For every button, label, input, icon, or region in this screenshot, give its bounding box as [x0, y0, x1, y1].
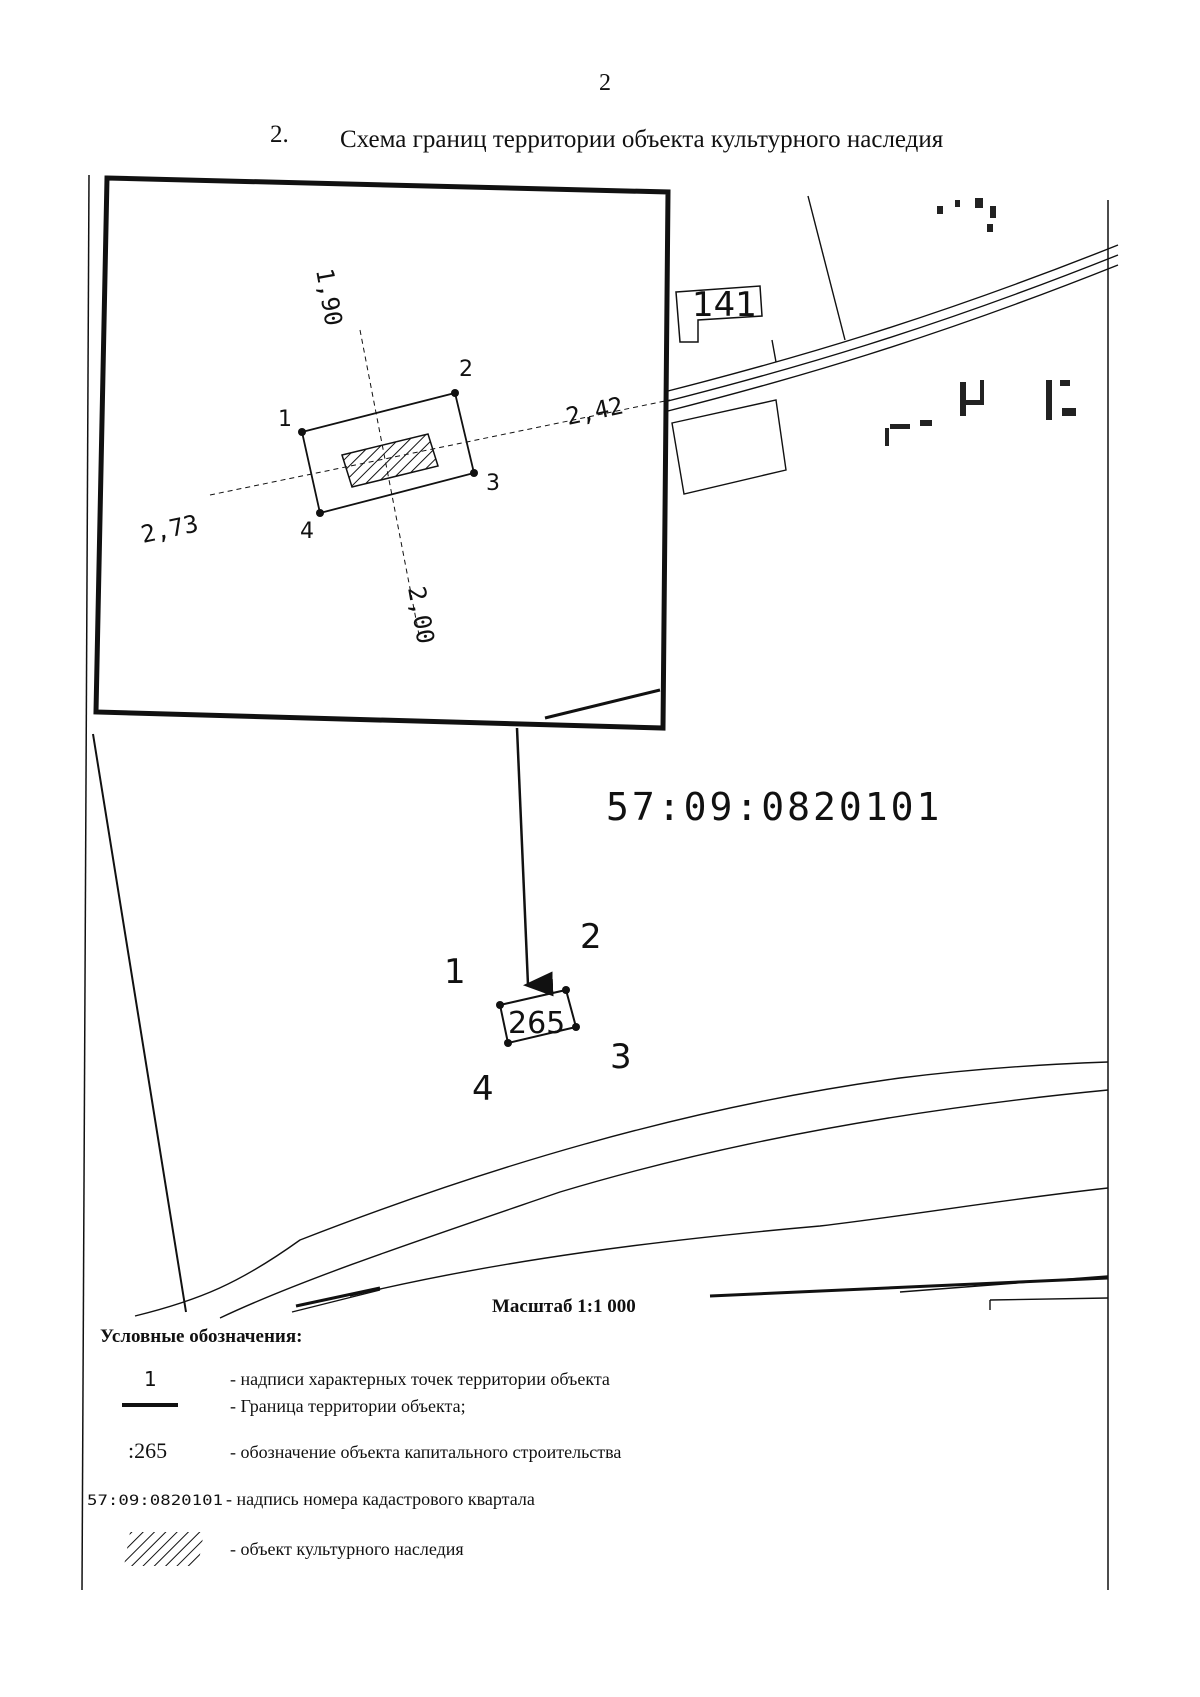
legend-desc-cadastral: - надпись номера кадастрового квартала: [226, 1489, 535, 1509]
page-title: Схема границ территории объекта культурн…: [340, 126, 944, 153]
legend-symbol-cadastral: 57:09:0820101: [87, 1493, 223, 1509]
object-265-label: 265: [508, 1006, 565, 1041]
boundary-thick: [709, 1276, 1109, 1298]
building-ruins: [885, 198, 1076, 446]
building-141: 141: [675, 285, 763, 343]
legend-symbol-point: 1: [144, 1367, 157, 1391]
legend-symbol-object: :265: [128, 1438, 167, 1463]
legend-desc-heritage: - объект культурного наследия: [230, 1539, 464, 1559]
inset-point-3: 3: [486, 471, 500, 496]
axis-cross: [359, 329, 421, 641]
cadastral-block-label: 57:09:0820101: [606, 785, 942, 829]
inset-point-4: 4: [300, 519, 314, 544]
axis-main: [209, 399, 671, 496]
legend-desc-object: - обозначение объекта капитального строи…: [230, 1442, 621, 1462]
road-lower: [92, 733, 1109, 1319]
legend-desc-point: - надписи характерных точек территории о…: [230, 1369, 610, 1389]
object-265: 265: [496, 986, 580, 1047]
parcel-141-label: 141: [692, 285, 757, 325]
map-point-4: 4: [472, 1069, 494, 1109]
page-number: 2: [599, 70, 611, 96]
boundary-thick-2: [295, 1286, 381, 1308]
building-outline: [671, 399, 787, 495]
legend-symbol-hatch: [124, 1532, 204, 1566]
legend-title: Условные обозначения:: [100, 1326, 302, 1347]
road-top: [663, 195, 1119, 413]
map-point-3: 3: [610, 1037, 632, 1077]
inset-point-2: 2: [459, 357, 473, 382]
pointer-arrow: [515, 727, 554, 997]
inset-point-1: 1: [278, 407, 292, 432]
section-number: 2.: [270, 121, 289, 148]
legend-desc-boundary: - Граница территории объекта;: [230, 1396, 466, 1416]
heritage-object-hatched: [341, 433, 439, 488]
scale-label: Масштаб 1:1 000: [492, 1296, 636, 1317]
map-point-1: 1: [444, 952, 466, 992]
frame-left-line: [81, 174, 90, 1591]
map-point-2: 2: [580, 917, 602, 957]
inset-plan: 1 2 3 4 1,90 2,42 2,73 2,00: [138, 266, 671, 646]
